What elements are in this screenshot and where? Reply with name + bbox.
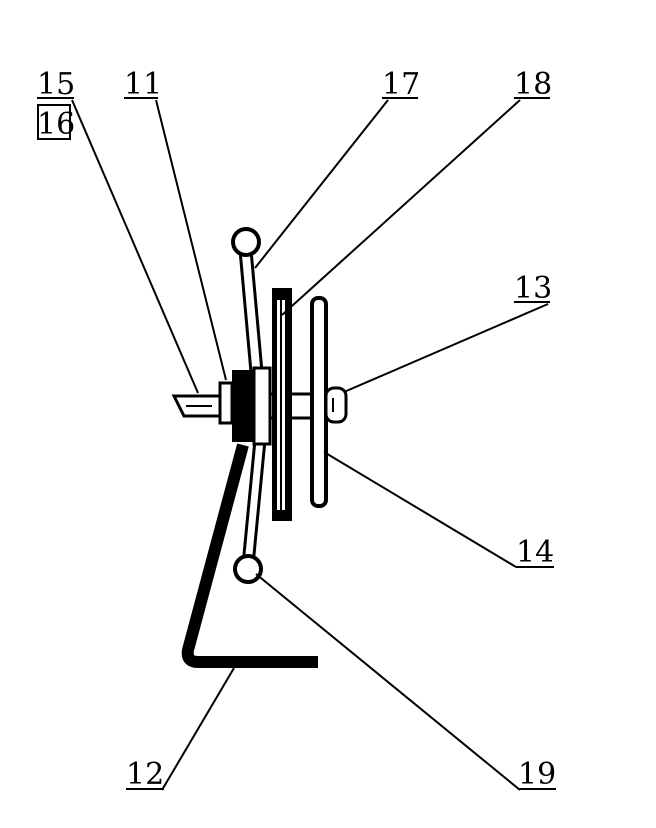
leader-18 bbox=[281, 99, 521, 316]
leader-17 bbox=[254, 99, 389, 269]
leader-11 bbox=[155, 99, 227, 381]
label-18: 18 bbox=[514, 67, 552, 102]
label-14: 14 bbox=[516, 535, 554, 570]
label-16-box bbox=[37, 104, 71, 140]
leader-15 bbox=[71, 99, 199, 394]
label-12: 12 bbox=[126, 757, 164, 792]
hub-body bbox=[232, 370, 254, 442]
label-11: 11 bbox=[124, 67, 162, 102]
hub-collar bbox=[252, 366, 272, 446]
label-16: 16 bbox=[37, 107, 75, 142]
ball-knob-upper bbox=[231, 227, 261, 257]
leader-14 bbox=[323, 451, 517, 568]
leader-12 bbox=[161, 667, 235, 791]
leader-19 bbox=[255, 573, 521, 791]
ball-knob-lower bbox=[233, 554, 263, 584]
lever-arm-upper bbox=[238, 248, 264, 374]
stand-rod bbox=[181, 443, 318, 668]
label-19: 19 bbox=[518, 757, 556, 792]
label-15: 15 bbox=[37, 67, 75, 102]
lever-arm-lower bbox=[241, 438, 267, 567]
hub-nut bbox=[218, 381, 234, 425]
leader-13 bbox=[343, 303, 549, 393]
label-13: 13 bbox=[514, 271, 552, 306]
label-17: 17 bbox=[382, 67, 420, 102]
shaft-end-cap bbox=[324, 386, 348, 424]
plate-14 bbox=[310, 296, 328, 508]
